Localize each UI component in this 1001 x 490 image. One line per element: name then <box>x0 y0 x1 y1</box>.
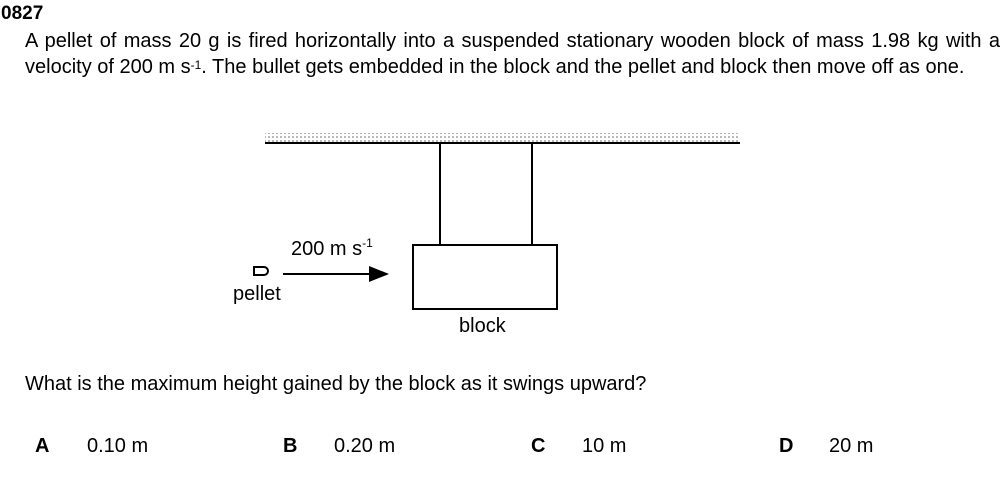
velocity-label: 200 m s-1 <box>291 236 373 261</box>
block-label: block <box>459 315 506 337</box>
stem-text: A pellet of mass 20 g is fired horizonta… <box>25 30 1000 78</box>
option-b-value: 0.20 m <box>334 435 396 457</box>
stem-superscript: -1 <box>190 58 202 72</box>
option-d-value: 20 m <box>829 435 874 457</box>
stem-text-2: . The bullet gets embedded in the block … <box>201 56 965 78</box>
option-c-value: 10 m <box>582 435 627 457</box>
question-stem: A pellet of mass 20 g is fired horizonta… <box>25 28 1000 80</box>
pellet-label: pellet <box>233 283 281 305</box>
option-c-letter: C <box>531 435 546 457</box>
ceiling-hatch <box>265 133 740 142</box>
block <box>412 244 558 310</box>
option-b-letter: B <box>283 435 298 457</box>
pellet-icon <box>253 266 269 276</box>
question-text: What is the maximum height gained by the… <box>25 373 647 395</box>
option-a-letter: A <box>35 435 50 457</box>
velocity-superscript: -1 <box>362 236 373 250</box>
option-d-letter: D <box>779 435 794 457</box>
velocity-text: 200 m s <box>291 238 363 260</box>
option-a-value: 0.10 m <box>87 435 149 457</box>
question-number: 0827 <box>1 3 44 24</box>
